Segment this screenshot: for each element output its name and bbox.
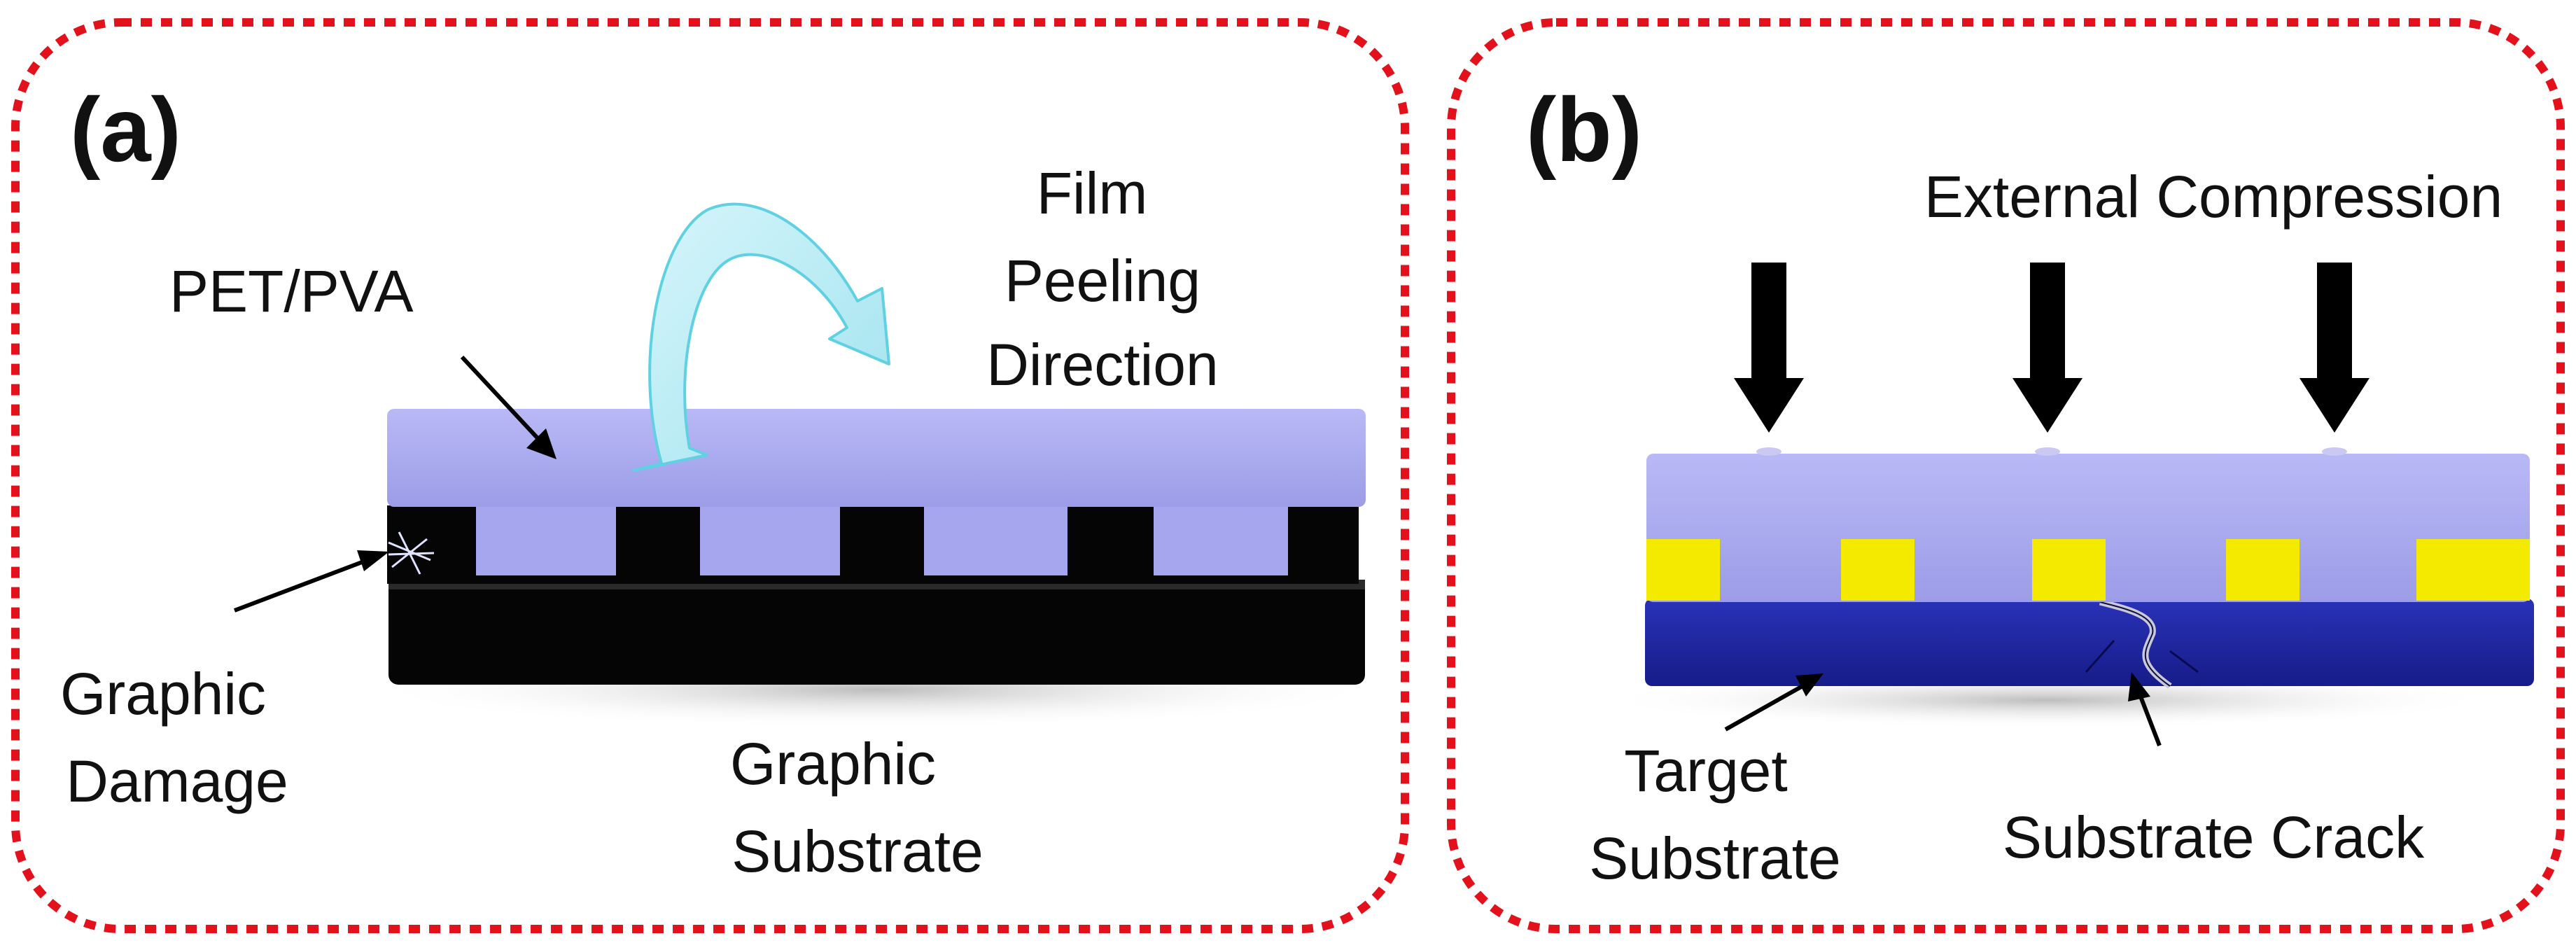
target-pointer-arrow: [1724, 673, 1823, 732]
graphic-substrate: [388, 580, 1365, 685]
gold-pads: [1646, 539, 2530, 601]
damage-label-line-1: Graphic: [60, 661, 266, 727]
substrate-label-line-2: Substrate: [732, 818, 983, 884]
pet-pva-pads: [476, 505, 1288, 575]
film-peeling-arrow: [632, 202, 890, 472]
target-label-line-1: Target: [1624, 738, 1787, 804]
compression-dimples: [1756, 447, 2347, 456]
target-substrate: [1645, 599, 2534, 686]
peel-label-line-2: Peeling: [1004, 248, 1200, 314]
peel-label-line-3: Direction: [986, 332, 1218, 398]
compression-label: External Compression: [1924, 164, 2502, 230]
panel-a-frame: [11, 18, 1409, 933]
panel-b: (b) External Compression: [1447, 18, 2565, 933]
pet-pva-pointer-arrow: [460, 355, 556, 459]
substrate-crack-mark: [2085, 599, 2199, 689]
panel-b-frame: [1447, 18, 2565, 933]
pet-pva-film: [387, 409, 1366, 507]
compression-arrow-left: [1734, 263, 1804, 433]
graphic-damage-pointer-arrow: [233, 550, 389, 613]
target-label-line-2: Substrate: [1589, 825, 1841, 891]
graphic-damage-mark: [388, 531, 435, 575]
compression-arrow-right: [2300, 263, 2370, 433]
crack-label: Substrate Crack: [2003, 804, 2425, 870]
crack-pointer-arrow: [2128, 672, 2162, 747]
panel-a: (a): [11, 18, 1409, 933]
panel-b-tag: (b): [1526, 78, 1642, 181]
peel-label-line-1: Film: [1037, 160, 1148, 226]
panel-a-tag: (a): [70, 78, 181, 181]
pet-pva-label: PET/PVA: [169, 258, 414, 324]
substrate-label-line-1: Graphic: [730, 731, 936, 797]
damage-label-line-2: Damage: [66, 748, 288, 814]
compression-arrow-middle: [2012, 263, 2082, 433]
